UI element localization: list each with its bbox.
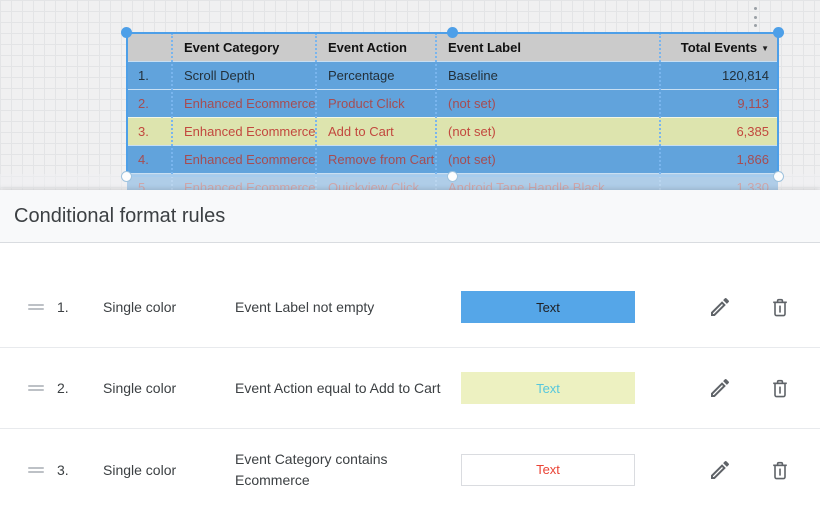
- pencil-icon: [708, 458, 732, 482]
- header-event-category: Event Category: [184, 39, 280, 55]
- selection-handle-bottom-mid[interactable]: [447, 171, 458, 182]
- conditional-format-panel: Conditional format rules 1. Single color…: [0, 190, 820, 524]
- cell-category: Enhanced Ecommerce: [184, 124, 315, 139]
- rule-index: 3.: [57, 461, 69, 478]
- color-swatch[interactable]: Text: [461, 291, 635, 323]
- panel-shadow-fade: [0, 174, 820, 190]
- cell-label: Baseline: [448, 68, 498, 83]
- edit-rule-button[interactable]: [708, 458, 732, 482]
- cell-label: (not set): [448, 96, 496, 111]
- panel-title: Conditional format rules: [14, 204, 226, 227]
- rule-type: Single color: [103, 461, 177, 478]
- cell-action: Product Click: [328, 96, 405, 111]
- column-divider[interactable]: [315, 33, 317, 190]
- selection-handle-top-mid[interactable]: [447, 27, 458, 38]
- rules-list: 1. Single color Event Label not empty Te…: [0, 243, 820, 510]
- delete-rule-button[interactable]: [768, 295, 792, 319]
- report-table[interactable]: Event Category Event Action Event Label …: [127, 33, 778, 190]
- rule-index: 2.: [57, 380, 69, 396]
- cell-category: Enhanced Ecommerce: [184, 152, 315, 167]
- cell-label: (not set): [448, 152, 496, 167]
- rule-condition: Event Category contains Ecommerce: [235, 450, 388, 488]
- cell-total: 120,814: [722, 68, 769, 83]
- rule-index: 1.: [57, 299, 69, 315]
- cell-total: 1,866: [736, 152, 769, 167]
- column-divider[interactable]: [435, 33, 437, 190]
- trash-icon: [768, 376, 792, 400]
- panel-header: Conditional format rules: [0, 190, 820, 243]
- rule-row: 3. Single color Event Category contains …: [0, 429, 820, 510]
- cell-action: Percentage: [328, 68, 395, 83]
- selection-handle-bottom-left[interactable]: [121, 171, 132, 182]
- delete-rule-button[interactable]: [768, 458, 792, 482]
- selection-handle-top-left[interactable]: [121, 27, 132, 38]
- rule-type: Single color: [103, 299, 177, 315]
- column-divider[interactable]: [659, 33, 661, 190]
- drag-handle-icon[interactable]: [28, 302, 44, 312]
- report-canvas[interactable]: Event Category Event Action Event Label …: [0, 0, 820, 190]
- edit-rule-button[interactable]: [708, 376, 732, 400]
- cell-index: 1.: [138, 68, 149, 83]
- selection-handle-top-right[interactable]: [773, 27, 784, 38]
- header-event-label: Event Label: [448, 39, 521, 55]
- cell-action: Remove from Cart: [328, 152, 435, 167]
- table-row: 1. Scroll Depth Percentage Baseline 120,…: [127, 61, 778, 89]
- header-total-events[interactable]: Total Events▼: [680, 39, 769, 55]
- cell-total: 6,385: [736, 124, 769, 139]
- rule-row: 2. Single color Event Action equal to Ad…: [0, 348, 820, 429]
- rule-condition: Event Label not empty: [235, 298, 375, 315]
- column-divider[interactable]: [171, 33, 173, 190]
- selection-handle-bottom-right[interactable]: [773, 171, 784, 182]
- header-event-action: Event Action: [328, 39, 407, 55]
- cell-label: (not set): [448, 124, 496, 139]
- cell-category: Enhanced Ecommerce: [184, 96, 315, 111]
- pencil-icon: [708, 376, 732, 400]
- cell-action: Add to Cart: [328, 124, 394, 139]
- rule-condition: Event Action equal to Add to Cart: [235, 379, 441, 396]
- rule-type: Single color: [103, 380, 177, 396]
- trash-icon: [768, 295, 792, 319]
- drag-handle-icon[interactable]: [28, 465, 44, 475]
- color-swatch[interactable]: Text: [461, 372, 635, 404]
- table-row: 3. Enhanced Ecommerce Add to Cart (not s…: [127, 117, 778, 145]
- edit-rule-button[interactable]: [708, 295, 732, 319]
- cell-index: 2.: [138, 96, 149, 111]
- kebab-menu-icon[interactable]: [750, 7, 760, 27]
- drag-handle-icon[interactable]: [28, 383, 44, 393]
- cell-index: 4.: [138, 152, 149, 167]
- cell-category: Scroll Depth: [184, 68, 255, 83]
- delete-rule-button[interactable]: [768, 376, 792, 400]
- cell-index: 3.: [138, 124, 149, 139]
- color-swatch[interactable]: Text: [461, 453, 635, 486]
- table-row: 4. Enhanced Ecommerce Remove from Cart (…: [127, 145, 778, 173]
- pencil-icon: [708, 295, 732, 319]
- trash-icon: [768, 458, 792, 482]
- rule-row: 1. Single color Event Label not empty Te…: [0, 267, 820, 348]
- sort-desc-icon: ▼: [761, 43, 769, 53]
- cell-total: 9,113: [737, 96, 769, 111]
- table-row: 2. Enhanced Ecommerce Product Click (not…: [127, 89, 778, 117]
